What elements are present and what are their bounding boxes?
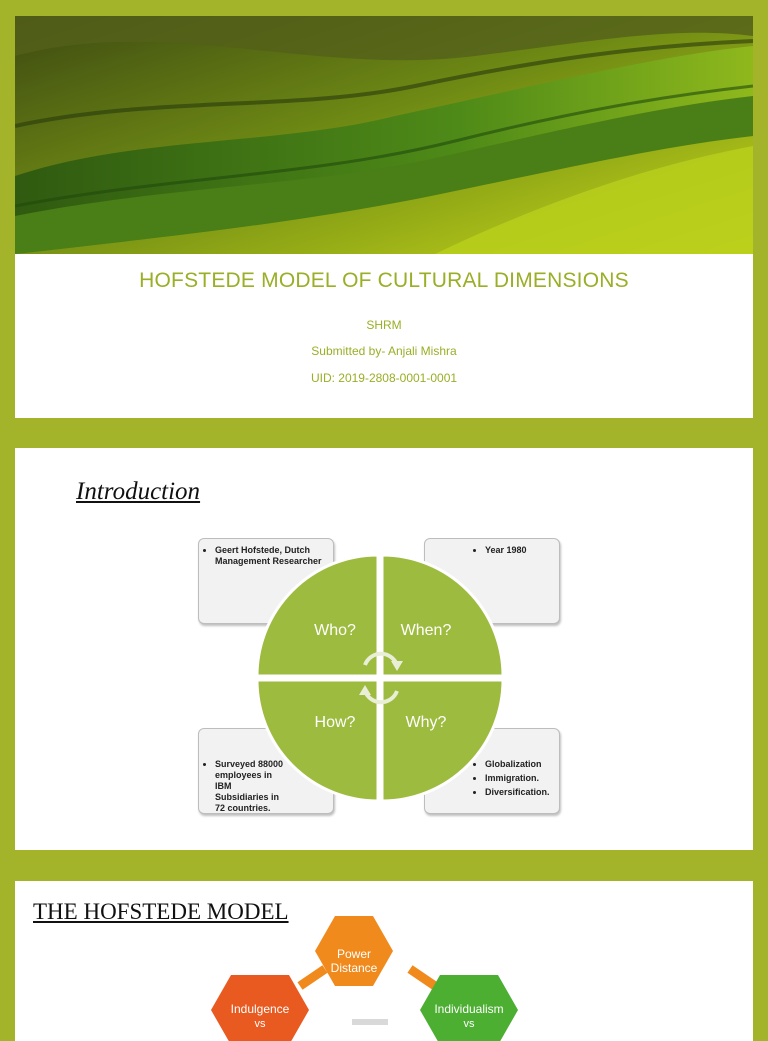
individualism-label-2: vs [464,1018,476,1030]
indulgence-label-1: Indulgence [231,1002,290,1016]
course-name: SHRM [366,318,402,332]
who-bullet: Geert Hofstede, Dutch Management Researc… [215,545,327,567]
introduction-heading: Introduction [76,478,201,505]
who-label: Who? [314,622,356,639]
model-heading: THE HOFSTEDE MODEL [33,899,289,924]
introduction-slide: Introduction Geert Hofstede, Dutch Manag… [15,448,753,850]
uid-line: UID: 2019-2808-0001-0001 [310,371,458,385]
when-quadrant [380,553,505,678]
indulgence-label-2: vs [255,1018,267,1030]
five-w-circle: Who? When? How? Why? [255,553,505,803]
who-quadrant [255,553,380,678]
title-slide: HOFSTEDE MODEL OF CULTURAL DIMENSIONS SH… [15,16,753,418]
how-quadrant [255,678,380,803]
when-label: When? [401,622,452,639]
center-hex-top [352,1019,388,1025]
how-bullet: Surveyed 88000 employees in IBM Subsidia… [215,759,327,814]
why-bullet: Diversification. [485,787,553,798]
how-label: How? [315,714,356,731]
power-label-2: Distance [331,961,378,975]
power-distance-hex [315,916,393,986]
presentation-title: HOFSTEDE MODEL OF CULTURAL DIMENSIONS [139,269,629,292]
individualism-label-1: Individualism [434,1002,503,1016]
why-quadrant [380,678,505,803]
author-line: Submitted by- Anjali Mishra [311,344,457,358]
power-label-1: Power [337,947,371,961]
when-bullet: Year 1980 [485,545,553,556]
why-bullet: Immigration. [485,773,553,784]
cycle-arrows-icon [363,651,399,705]
hero-image [15,16,753,254]
why-label: Why? [406,714,447,731]
why-bullet: Globalization [485,759,553,770]
hofstede-model-slide: Power Distance Indulgence vs Individuali… [15,881,753,1041]
